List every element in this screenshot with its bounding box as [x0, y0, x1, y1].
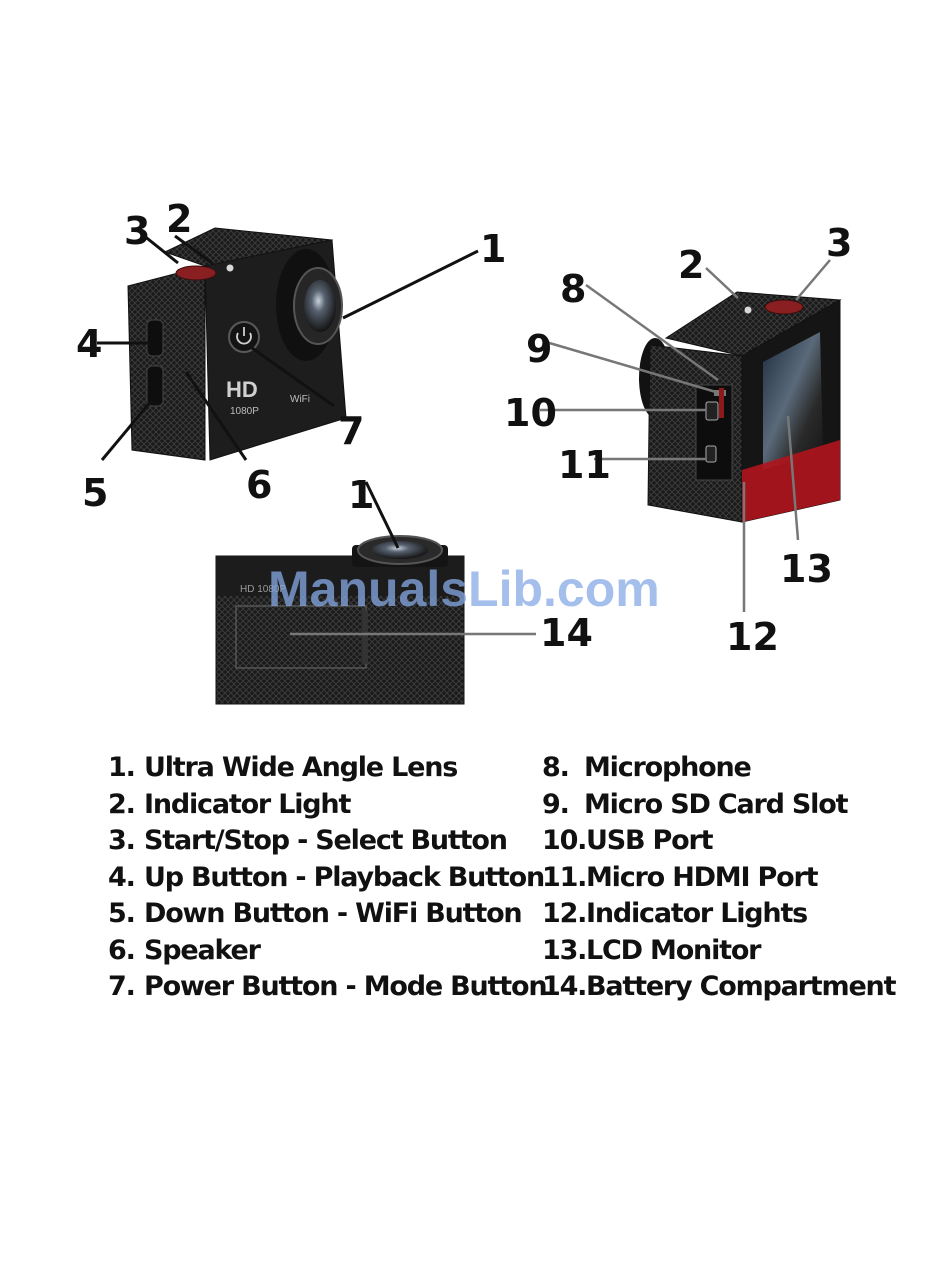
legend-item: 1. Ultra Wide Angle Lens [108, 750, 546, 787]
back-callout-8: 8 [560, 267, 586, 311]
hdmi-port [705, 445, 717, 463]
legend-number: 4. [108, 861, 136, 893]
legend-label: Micro HDMI Port [586, 861, 818, 893]
wifi-text: WiFi [290, 394, 310, 405]
bottom-callout-lines [290, 481, 536, 636]
back-callout-lines [540, 259, 831, 612]
indicator-light-back [744, 306, 752, 314]
legend-number: 12. [542, 898, 587, 929]
legend-label: Battery Compartment [586, 971, 896, 1002]
legend-number: 11. [542, 861, 587, 893]
legend-label: Indicator Light [144, 788, 351, 820]
legend-item: 13.LCD Monitor [542, 933, 895, 970]
back-callout-11: 11 [558, 443, 611, 487]
power-icon [236, 327, 252, 345]
legend-item: 7. Power Button - Mode Button [108, 969, 548, 1006]
back-callout-12: 12 [726, 615, 779, 659]
down-button[interactable] [146, 365, 164, 407]
bottom-callout-14: 14 [540, 611, 593, 655]
legend-right-column: 8. Microphone 9. Micro SD Card Slot 10.USB… [542, 750, 896, 1006]
indicator-lights-back [719, 388, 724, 418]
power-button[interactable] [228, 321, 260, 353]
legend-number: 7. [108, 971, 136, 1002]
camera-bottom-view: HD 1080P 1 14 [215, 473, 593, 705]
front-callout-6: 6 [246, 463, 272, 507]
hd-logo: HD [226, 377, 258, 402]
legend-number: 8. [542, 752, 570, 783]
watermark: ManualsLib.com [268, 561, 660, 617]
camera-parts-diagram: HD 1080P WiFi 1 2 3 4 5 6 7 [76, 197, 852, 705]
front-callout-5: 5 [82, 471, 108, 515]
legend-label: Down Button - WiFi Button [144, 898, 523, 929]
camera-front-view: HD 1080P WiFi 1 2 3 4 5 6 7 [76, 197, 506, 515]
front-callout-2: 2 [166, 197, 192, 241]
legend-number: 1. [108, 752, 136, 783]
legend-item: 10.USB Port [542, 823, 895, 860]
legend-label: Ultra Wide Angle Lens [144, 752, 458, 783]
indicator-light [226, 264, 234, 272]
legend-number: 9. [542, 788, 570, 820]
legend-label: Up Button - Playback Button [144, 861, 545, 893]
legend-label: Speaker [144, 934, 261, 966]
front-callout-7: 7 [338, 409, 364, 453]
legend-number: 10. [542, 825, 587, 856]
legend-item: 6.Speaker [108, 933, 546, 970]
back-callout-2: 2 [678, 243, 704, 287]
legend-label: Power Button - Mode Button [144, 971, 548, 1002]
legend-label: Micro SD Card Slot [584, 788, 848, 820]
legend-item: 5. Down Button - WiFi Button [108, 896, 546, 933]
front-callout-1: 1 [480, 227, 506, 271]
legend-item: 14.Battery Compartment [542, 969, 896, 1006]
legend-number: 13. [542, 934, 587, 966]
legend-label: Microphone [584, 752, 752, 783]
legend-item: 2.Indicator Light [108, 787, 546, 824]
lcd-monitor [763, 332, 823, 470]
back-callout-3: 3 [826, 221, 852, 265]
front-callout-4: 4 [76, 322, 102, 366]
front-callout-3: 3 [124, 209, 150, 253]
legend-number: 2. [108, 788, 136, 820]
start-stop-button-back[interactable] [764, 299, 804, 315]
usb-port [705, 401, 719, 421]
legend-item: 12.Indicator Lights [542, 896, 895, 933]
resolution-text: 1080P [230, 406, 259, 417]
front-callout-lines [97, 233, 479, 461]
legend-item: 9. Micro SD Card Slot [542, 787, 895, 824]
legend-label: LCD Monitor [586, 934, 762, 966]
back-callout-10: 10 [504, 391, 557, 435]
legend-label: USB Port [586, 825, 714, 856]
camera-back-view: 2 3 8 9 10 11 12 13 [504, 221, 852, 659]
legend-number: 14. [542, 971, 587, 1002]
up-button[interactable] [146, 319, 164, 357]
bottom-callout-1: 1 [348, 473, 374, 517]
legend-left-column: 1. Ultra Wide Angle Lens 2.Indicator Ligh… [108, 750, 548, 1006]
battery-compartment-door[interactable] [235, 605, 367, 669]
legend-number: 6. [108, 934, 136, 966]
back-callout-13: 13 [780, 547, 833, 591]
legend-item: 11.Micro HDMI Port [542, 860, 895, 897]
legend-label: Start/Stop - Select Button [144, 825, 508, 856]
legend-number: 3. [108, 825, 136, 856]
back-callout-9: 9 [526, 327, 552, 371]
legend-item: 4.Up Button - Playback Button [108, 860, 546, 897]
top-body-text: HD 1080P [240, 584, 286, 595]
legend-label: Indicator Lights [586, 898, 808, 929]
legend-item: 8. Microphone [542, 750, 895, 787]
legend-number: 5. [108, 898, 136, 929]
legend-item: 3. Start/Stop - Select Button [108, 823, 546, 860]
start-stop-button[interactable] [175, 265, 217, 281]
